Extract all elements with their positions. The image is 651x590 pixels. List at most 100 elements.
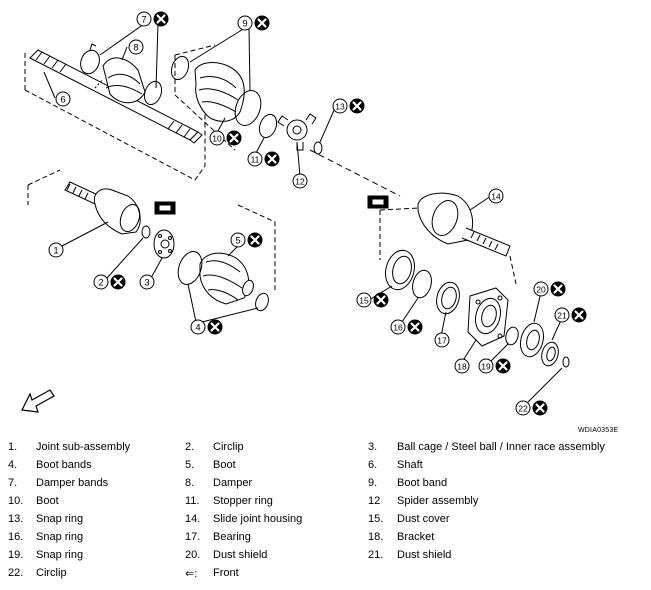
- callout-circle: [434, 332, 450, 348]
- stopper-ring-part: [258, 113, 278, 139]
- legend-label: Stopper ring: [213, 495, 273, 507]
- leader-line-16: [401, 297, 419, 323]
- callout-number: 14: [491, 192, 501, 202]
- discard-x-icon: [550, 281, 566, 297]
- leader-line-3: [150, 257, 163, 279]
- grease-symbol: [367, 195, 389, 209]
- callout-15: 15: [356, 292, 389, 308]
- leader-line-17: [440, 311, 447, 337]
- group-c-frame: [27, 169, 276, 290]
- leader-line-7: [99, 23, 159, 89]
- callout-circle: [48, 242, 64, 258]
- discard-x-icon: [407, 319, 423, 335]
- legend-label: Boot: [213, 459, 236, 471]
- discard-x-icon: [373, 292, 389, 308]
- callout-circle: [93, 274, 109, 290]
- discard-x-icon: [264, 151, 280, 167]
- legend-number: 13.: [8, 513, 24, 525]
- leader-line-18: [461, 339, 477, 363]
- legend-label: Bearing: [213, 531, 251, 543]
- callout-number: 22: [518, 404, 528, 414]
- legend-number: 11.: [185, 495, 200, 507]
- callout-number: 7: [141, 15, 146, 26]
- legend-label: Boot bands: [36, 459, 92, 471]
- callout-4: 4: [190, 319, 223, 335]
- front-arrow-icon: [21, 389, 55, 413]
- callout-circle: [533, 281, 549, 297]
- callout-number: 10: [212, 134, 222, 144]
- callout-1: 1: [48, 242, 64, 258]
- bearing-part: [436, 281, 460, 315]
- legend-label: Slide joint housing: [213, 513, 303, 525]
- callout-number: 13: [335, 102, 345, 112]
- legend-label: Damper bands: [36, 477, 109, 489]
- boot-10-part: [194, 62, 245, 122]
- legend-number: 3.: [368, 441, 378, 453]
- callout-7: 7: [136, 11, 169, 27]
- callout-number: 18: [457, 362, 467, 372]
- callout-number: 17: [437, 336, 447, 346]
- callout-circle: [237, 15, 253, 31]
- callout-number: 20: [536, 285, 546, 295]
- legend-number: 18.: [368, 531, 384, 543]
- legend-label: Shaft: [397, 459, 423, 471]
- dust-cover-part: [385, 249, 415, 291]
- callout-circle: [55, 91, 71, 107]
- callout-circle: [515, 400, 531, 416]
- boot-band-part: [170, 55, 262, 126]
- callout-number: 15: [359, 296, 369, 306]
- callout-number: 11: [251, 155, 260, 165]
- leader-line-22: [527, 367, 563, 403]
- dust-shield-21-part: [541, 341, 559, 367]
- callout-number: 3: [144, 278, 149, 289]
- leader-line-20: [533, 291, 542, 323]
- callout-16: 16: [390, 319, 423, 335]
- legend-number: 19.: [8, 549, 24, 561]
- legend-number: 12: [368, 495, 381, 507]
- legend-label: Snap ring: [36, 531, 84, 543]
- callout-number: 1: [53, 246, 58, 257]
- discard-x-icon: [571, 307, 587, 323]
- leader-line-6: [43, 71, 56, 99]
- circlip-22-part: [562, 356, 570, 368]
- discard-x-icon: [532, 400, 548, 416]
- callout-circle: [247, 151, 263, 167]
- callout-9: 9: [237, 15, 270, 31]
- callout-circle: [554, 307, 570, 323]
- callout-number: 6: [60, 95, 65, 106]
- leader-line-13: [319, 107, 336, 143]
- legend-number: 7.: [8, 477, 18, 489]
- discard-x-icon: [254, 15, 270, 31]
- legend-number: 15.: [368, 513, 384, 525]
- leader-line-4: [187, 283, 259, 323]
- legend-number: 8.: [185, 477, 195, 489]
- legend-label: Bracket: [397, 531, 435, 543]
- legend-label: Snap ring: [36, 549, 84, 561]
- legend-label: Snap ring: [36, 513, 84, 525]
- legend-label: Circlip: [36, 567, 67, 579]
- legend-label: Joint sub-assembly: [36, 441, 131, 453]
- callout-12: 12: [292, 173, 308, 189]
- callout-circle: [292, 173, 308, 189]
- legend-number: ⇐:: [185, 568, 198, 580]
- callout-17: 17: [434, 332, 450, 348]
- legend-label: Spider assembly: [397, 495, 479, 507]
- callout-number: 9: [242, 19, 247, 30]
- callout-number: 21: [557, 311, 567, 321]
- callout-19: 19: [478, 358, 511, 374]
- figure-code: WDIA0353E: [578, 427, 619, 434]
- legend-number: 4.: [8, 459, 18, 471]
- legend-label: Damper: [213, 477, 253, 489]
- callout-2: 2: [93, 274, 126, 290]
- leader-line-14: [469, 195, 492, 211]
- callout-number: 4: [195, 323, 200, 334]
- legend-number: 10.: [8, 495, 24, 507]
- callout-3: 3: [139, 274, 155, 290]
- legend-label: Boot band: [397, 477, 448, 489]
- circlip-2-part: [141, 225, 151, 239]
- leader-line-1: [61, 221, 109, 247]
- callout-circle: [230, 232, 246, 248]
